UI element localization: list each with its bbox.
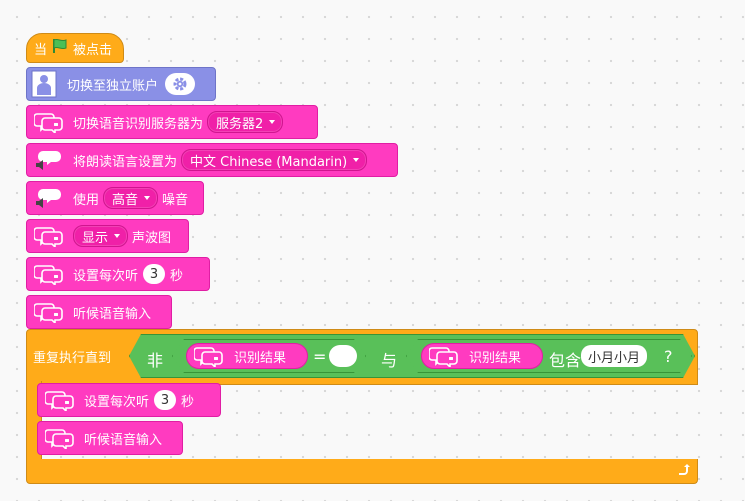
speech-recognition-icon [34, 225, 64, 247]
equals-sign: = [313, 347, 327, 366]
inner-listen-time-prefix: 设置每次听 [84, 394, 150, 410]
question-mark: ? [664, 347, 673, 366]
when-flag-clicked-hat[interactable]: 当 被点击 [26, 33, 124, 63]
inner-set-listen-time-block[interactable]: 设置每次听 3 秒 [37, 383, 221, 417]
set-listen-time-block[interactable]: 设置每次听 3 秒 [26, 257, 210, 291]
use-noise-prefix: 使用 [73, 192, 100, 208]
inner-listen-label: 听候语音输入 [84, 432, 163, 448]
listen-label: 听候语音输入 [73, 306, 152, 322]
inner-listen-for-speech-block[interactable]: 听候语音输入 [37, 421, 183, 455]
speech-recognition-icon [429, 345, 459, 367]
use-noise-block[interactable]: 使用 高音 噪音 [26, 181, 204, 215]
loop-arrow-icon [676, 463, 690, 477]
contains-label: 包含 [549, 351, 582, 370]
speech-recognition-icon [45, 427, 75, 449]
inner-listen-time-suffix: 秒 [181, 394, 195, 410]
speech-recognition-icon [34, 263, 64, 285]
recognition-result-label-2: 识别结果 [469, 350, 522, 366]
language-dropdown[interactable]: 中文 Chinese (Mandarin) [181, 149, 368, 171]
speech-recognition-icon [34, 301, 64, 323]
switch-account-block[interactable]: 切换至独立账户 [26, 67, 216, 101]
repeat-until-footer [26, 459, 698, 484]
listen-time-input[interactable]: 3 [143, 264, 166, 284]
set-tts-language-label: 将朗读语言设置为 [73, 154, 178, 170]
account-user-icon [31, 70, 57, 98]
repeat-until-block[interactable]: 重复执行直到 非 识别结果 = 与 识别结果 包含 小月小月 ? 设置每次听 3… [26, 329, 698, 484]
hat-prefix: 当 [34, 42, 48, 58]
waveform-dropdown[interactable]: 显示 [73, 225, 129, 247]
hat-suffix: 被点击 [73, 42, 113, 58]
listen-time-suffix: 秒 [170, 268, 184, 284]
speaker-icon [34, 187, 64, 209]
recognition-result-reporter-1[interactable]: 识别结果 [186, 343, 308, 369]
speaker-icon [34, 149, 64, 171]
green-flag-icon [51, 38, 69, 58]
not-label: 非 [147, 351, 164, 370]
show-waveform-block[interactable]: 显示 声波图 [26, 219, 189, 253]
repeat-until-label: 重复执行直到 [33, 351, 112, 366]
listen-for-speech-block[interactable]: 听候语音输入 [26, 295, 172, 329]
speech-recognition-icon [194, 345, 224, 367]
listen-time-prefix: 设置每次听 [73, 268, 139, 284]
speech-recognition-icon [45, 389, 75, 411]
gear-icon[interactable] [165, 73, 196, 95]
noise-dropdown[interactable]: 高音 [103, 187, 159, 209]
switch-account-label: 切换至独立账户 [67, 78, 159, 94]
waveform-suffix: 声波图 [132, 230, 172, 246]
contains-value-input[interactable]: 小月小月 [581, 345, 648, 367]
use-noise-suffix: 噪音 [162, 192, 189, 208]
switch-server-block[interactable]: 切换语音识别服务器为 服务器2 [26, 105, 318, 139]
speech-recognition-icon [34, 111, 64, 133]
inner-listen-time-input[interactable]: 3 [154, 390, 177, 410]
and-label: 与 [381, 351, 398, 370]
equals-value-input[interactable] [329, 345, 357, 367]
recognition-result-label-1: 识别结果 [234, 350, 287, 366]
recognition-result-reporter-2[interactable]: 识别结果 [421, 343, 543, 369]
server-dropdown[interactable]: 服务器2 [207, 111, 284, 133]
switch-server-label: 切换语音识别服务器为 [73, 116, 204, 132]
set-tts-language-block[interactable]: 将朗读语言设置为 中文 Chinese (Mandarin) [26, 143, 398, 177]
